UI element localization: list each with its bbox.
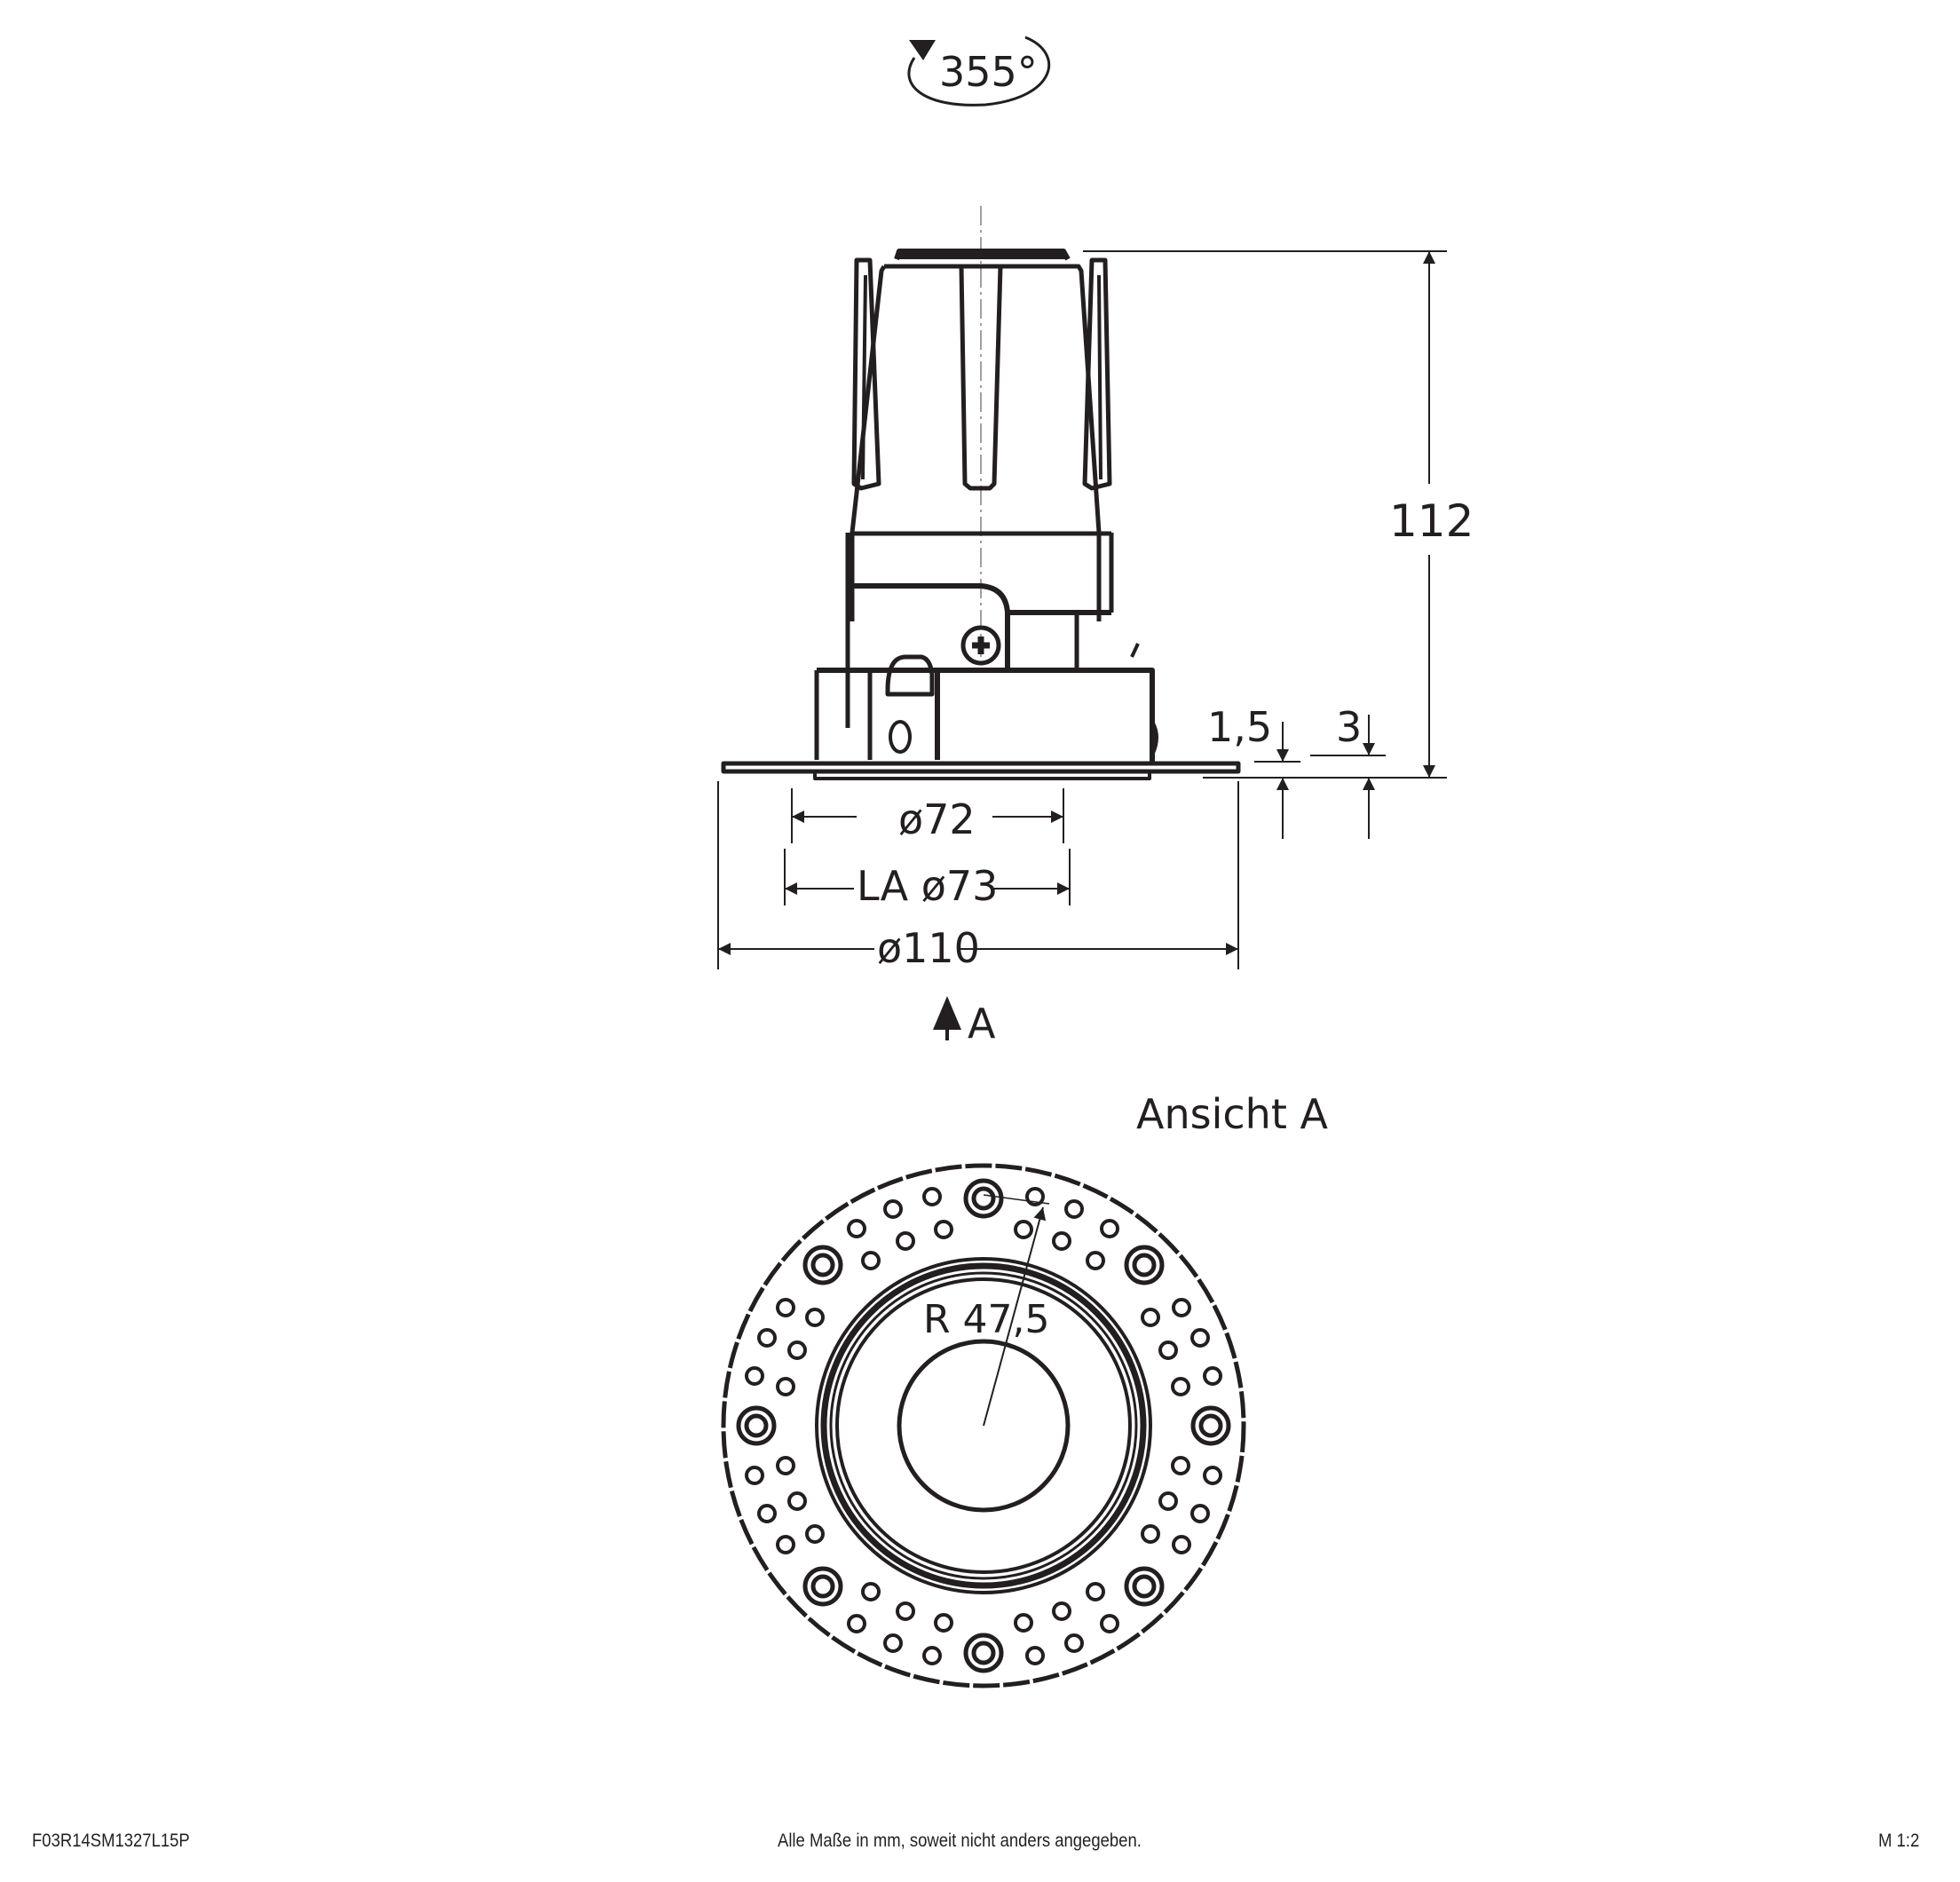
dimension-height [1083,250,1447,779]
dimension-flange-thickness-label: 1,5 [1207,703,1273,751]
rotation-angle-label: 355° [939,48,1038,96]
dimension-cutout-diameter-label: LA ø73 [857,862,999,910]
luminaire-side-view [721,206,1241,780]
view-marker-label: A [968,1000,996,1048]
screw-icon [960,625,1001,666]
bottom-view-title: Ansicht A [1136,1090,1328,1138]
luminaire-bottom-view [721,1163,1246,1688]
radius-label: R 47,5 [923,1297,1050,1342]
article-number: F03R14SM1327L15P [32,1831,190,1851]
dimension-flange [1254,715,1386,839]
dimension-note: Alle Maße in mm, soweit nicht anders ang… [778,1831,1142,1851]
drawing-scale: M 1:2 [1878,1831,1920,1851]
small-holes [745,1187,1222,1665]
dimension-flange-diameter-label: ø110 [877,924,980,972]
view-direction-arrow-icon [933,996,961,1040]
dimension-body-diameter-label: ø72 [898,795,976,843]
rotation-arrow-icon [907,36,1050,107]
dimension-trim-offset-label: 3 [1336,703,1363,751]
dimension-height-label: 112 [1389,495,1474,547]
dimension-diameters [717,781,1239,969]
